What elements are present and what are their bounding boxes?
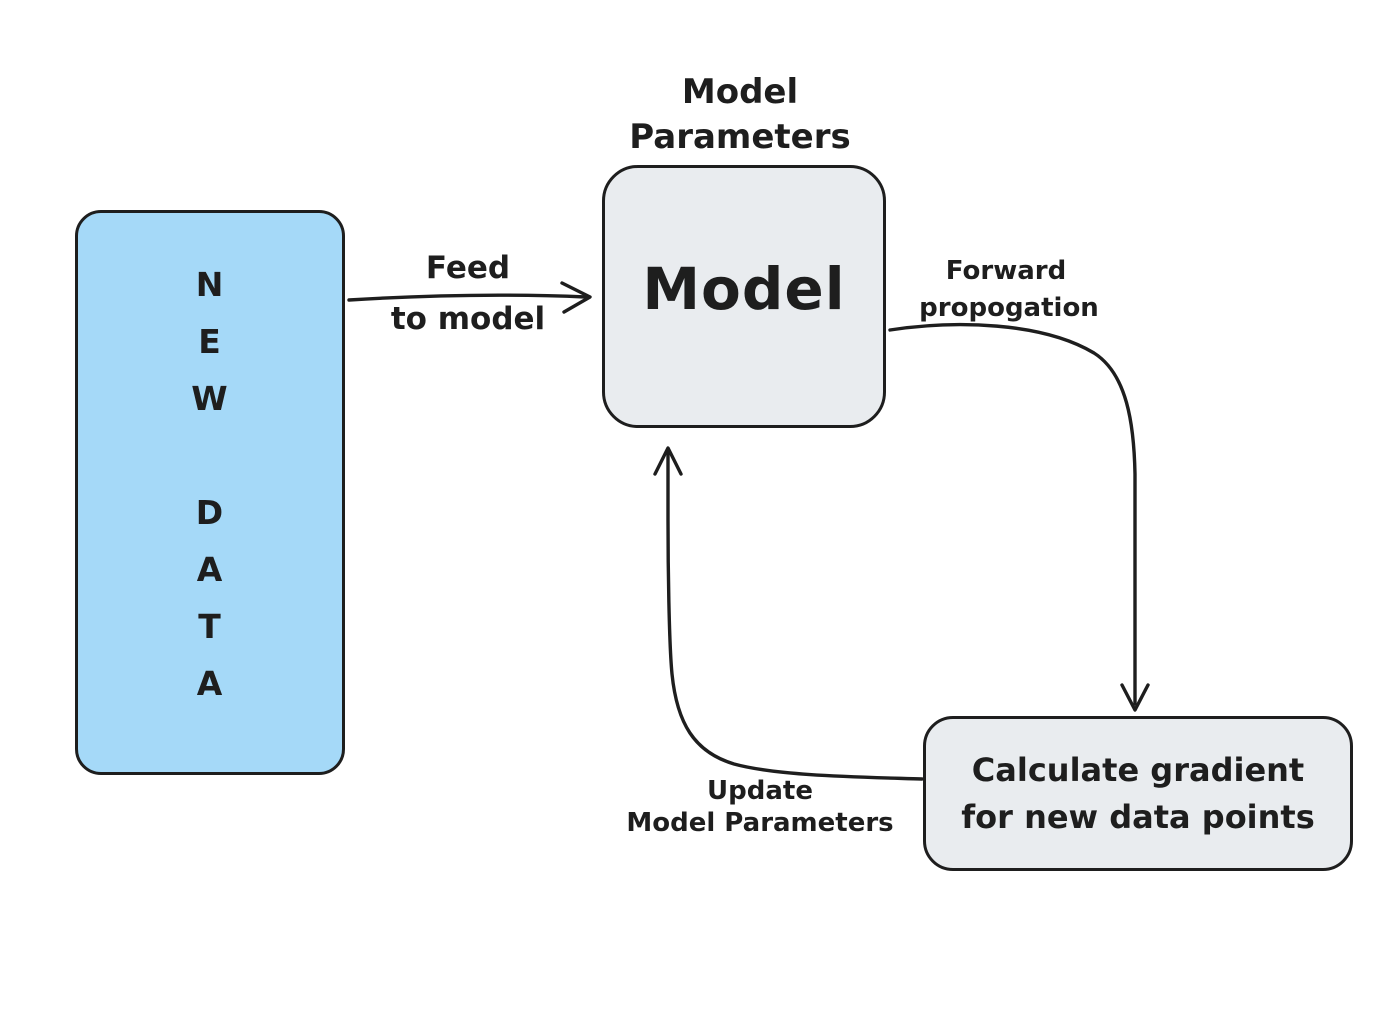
model-box-label: Model [642, 254, 846, 323]
calculate-gradient-box: Calculate gradient for new data points [923, 716, 1353, 871]
calculate-gradient-label-line2: for new data points [961, 797, 1315, 836]
forward-propagation-label-line1: Forward [945, 256, 1067, 286]
feed-label-line1: Feed [425, 250, 511, 286]
new-data-letter: N [195, 264, 225, 304]
model-parameters-caption-line2: Parameters [629, 117, 851, 157]
new-data-letter: A [196, 663, 224, 703]
calculate-gradient-label-line1: Calculate gradient [971, 750, 1305, 789]
new-data-letter: W [191, 378, 229, 418]
model-parameters-caption: Model Parameters [629, 70, 850, 160]
model-parameters-caption-line1: Model [681, 72, 799, 112]
update-parameters-arrow [653, 446, 924, 781]
forward-propagation-label-line2: propogation [919, 293, 1099, 323]
new-data-letter: A [196, 549, 224, 589]
update-parameters-label-line2: Model Parameters [626, 808, 894, 838]
model-box: Model [602, 165, 886, 428]
new-data-label: N E W D A T A [191, 256, 228, 712]
update-parameters-label-line1: Update [707, 776, 813, 806]
new-data-letter: E [198, 321, 222, 361]
new-data-box: N E W D A T A [75, 210, 345, 775]
feed-label-line2: to model [390, 301, 546, 337]
new-data-letter: D [195, 492, 225, 532]
new-data-letter: T [198, 606, 222, 646]
forward-propagation-arrow [888, 322, 1150, 712]
